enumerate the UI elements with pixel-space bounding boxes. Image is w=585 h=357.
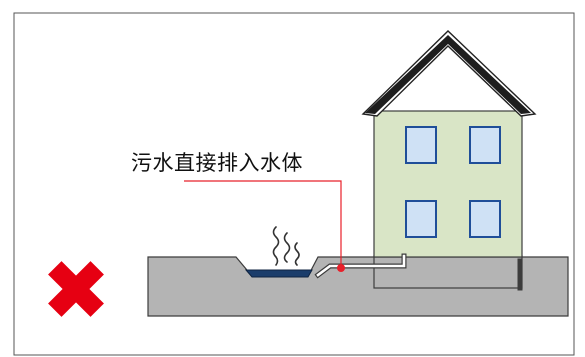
house-window	[405, 126, 437, 164]
house-roof-fill	[365, 35, 531, 114]
house-window	[469, 126, 501, 164]
ground	[147, 256, 569, 317]
house-window	[469, 200, 501, 238]
annotation-label: 污水直接排入水体	[131, 151, 303, 175]
annotation-leader-line	[184, 180, 342, 268]
odor-fumes-icon	[272, 226, 300, 266]
house-window	[405, 200, 437, 238]
sewage-pipe-inner	[316, 254, 406, 277]
incorrect-mark-icon	[48, 261, 104, 317]
polluted-water	[244, 269, 313, 278]
discharge-point-marker	[337, 264, 345, 272]
